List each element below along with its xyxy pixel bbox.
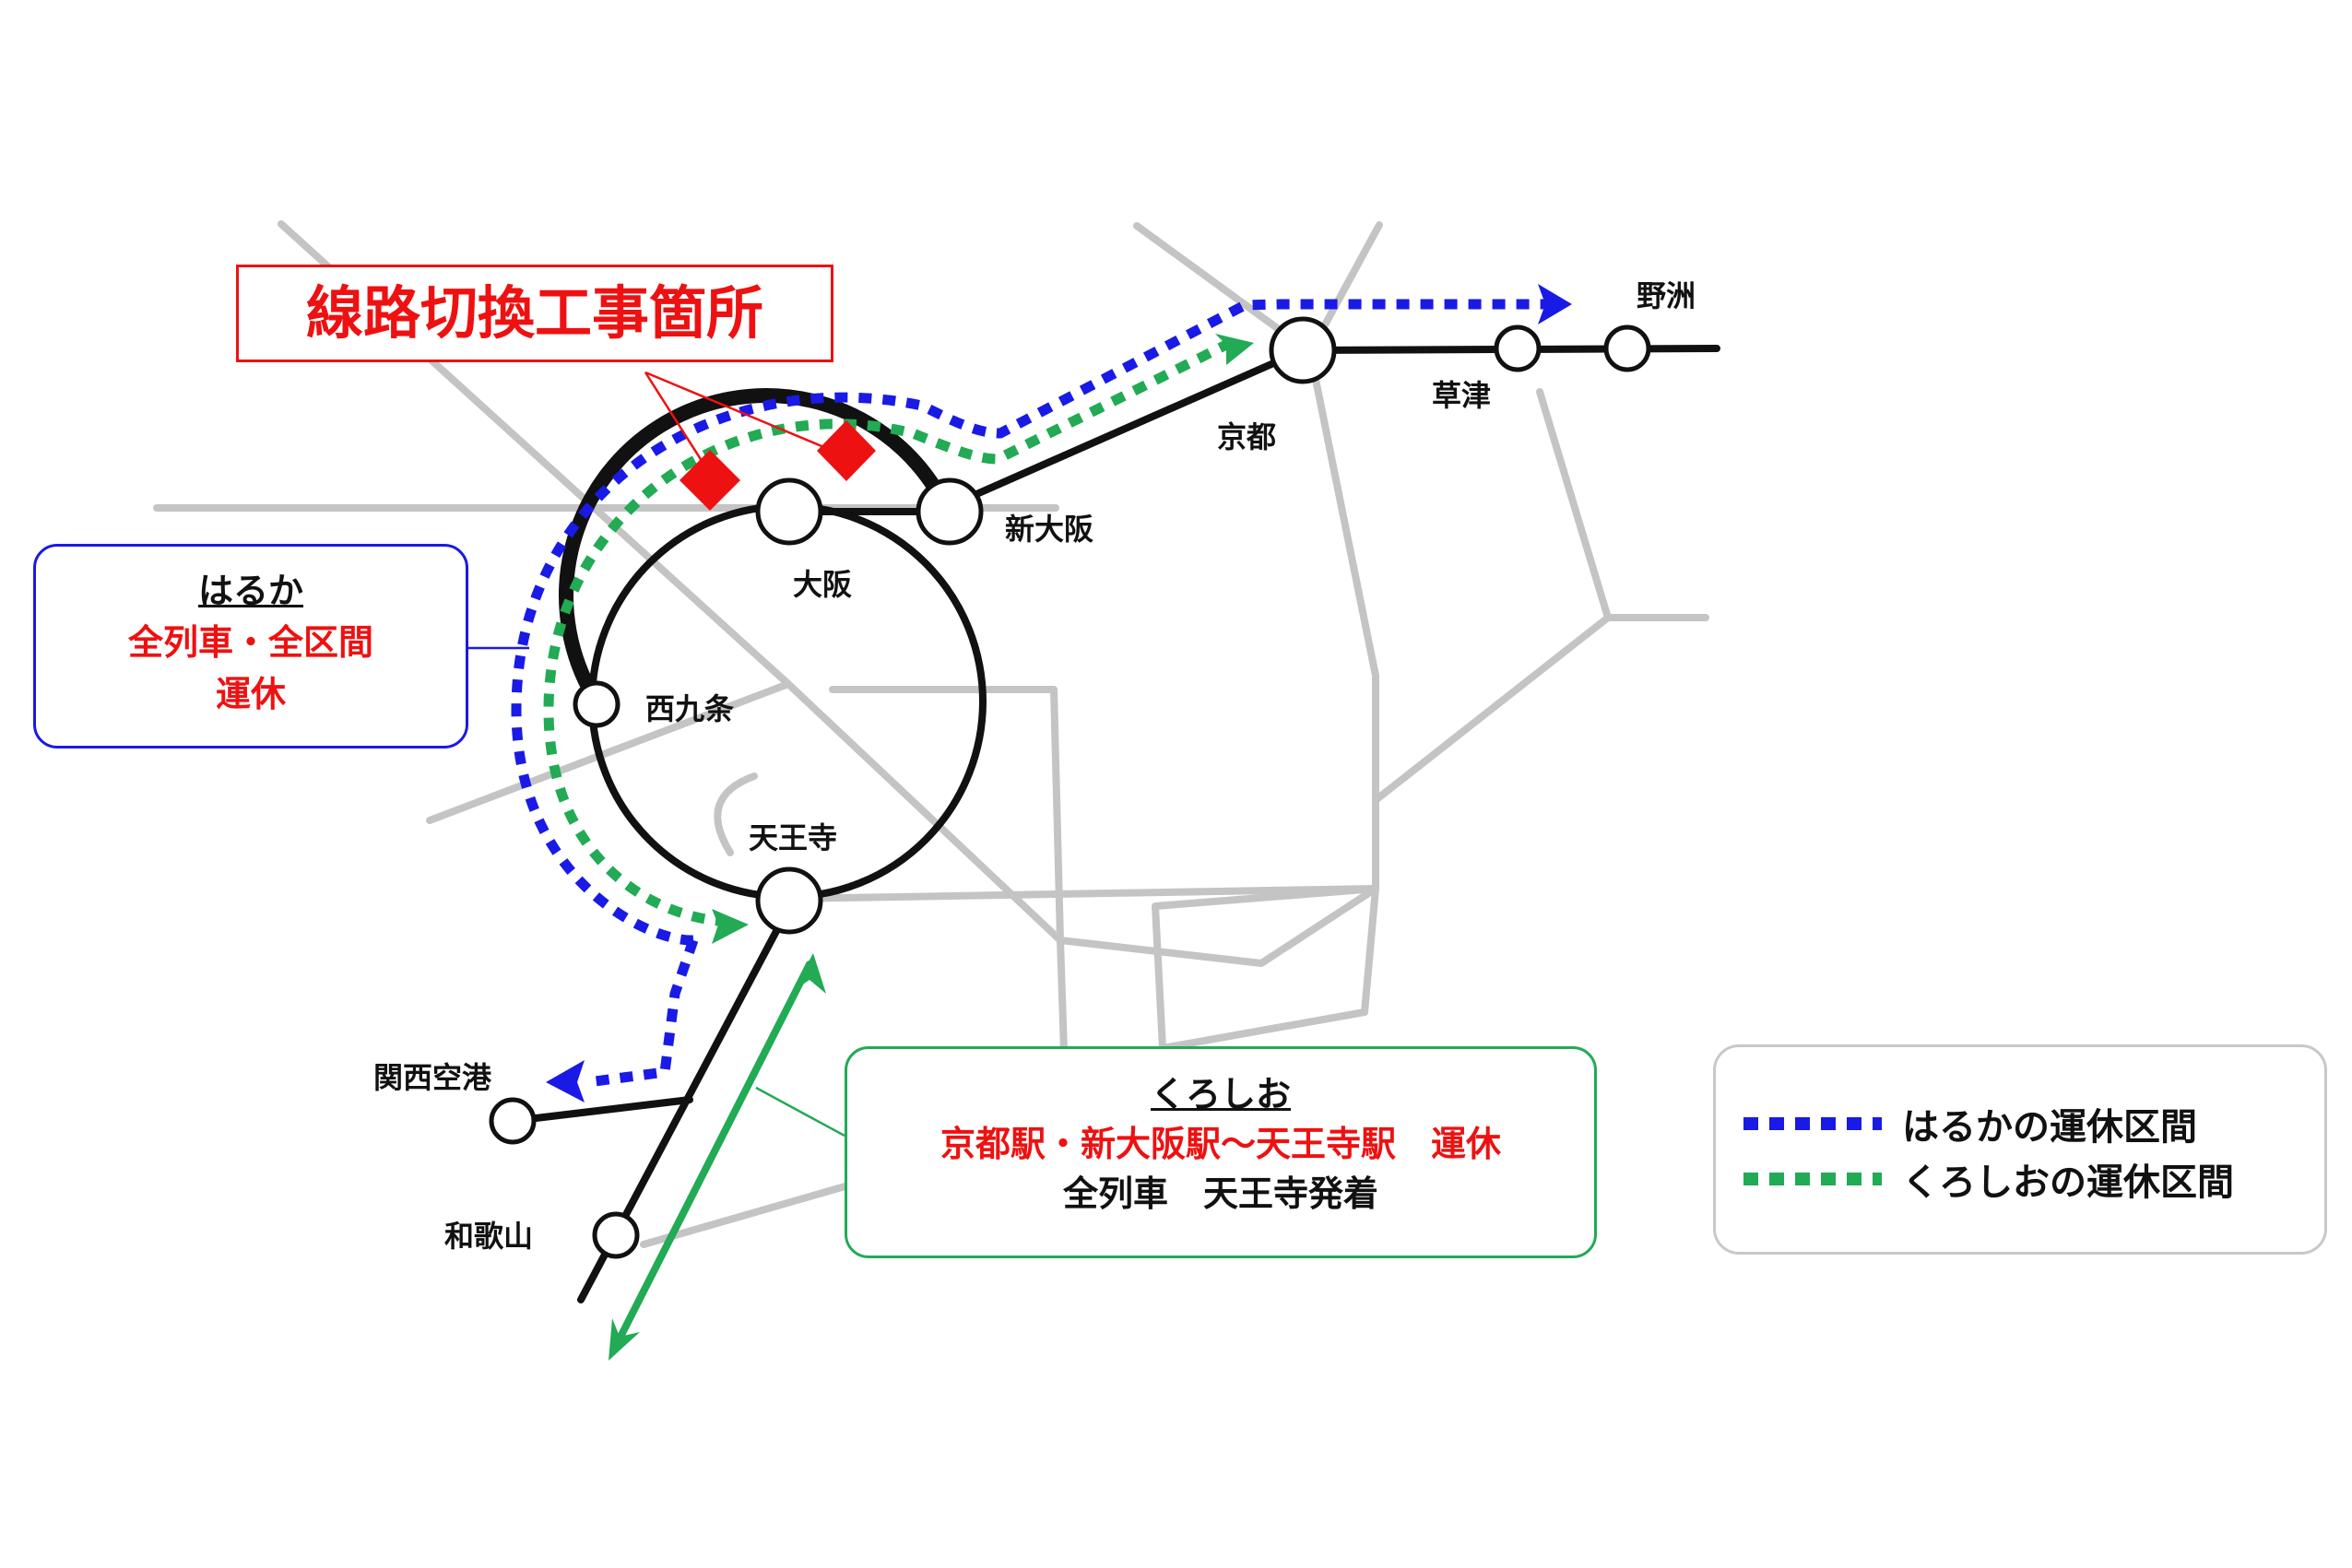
legend: はるかの運休区間 くろしおの運休区間 [1713,1044,2327,1255]
station-kyoto[interactable] [1269,316,1337,384]
station-nishikujo[interactable] [573,680,621,728]
station-osaka[interactable] [755,477,823,546]
label-kansai-airport: 関西空港 [373,1060,492,1095]
kuroshio-callout: くろしお 京都駅・新大阪駅～天王寺駅 運休 全列車 天王寺発着 [845,1046,1597,1258]
blue-dotted-line-icon [1743,1117,1882,1130]
haruka-line1: 全列車・全区間 [127,622,373,663]
label-kusatsu: 草津 [1432,378,1491,413]
station-labels: 野洲 草津 京都 新大阪 大阪 西九条 天王寺 関西空港 和歌山 [373,278,1696,1254]
legend-label-kuroshio: くろしおの運休区間 [1902,1161,2234,1204]
construction-site-callout: 線路切換工事箇所 [236,265,833,362]
kuroshio-kyoto-arrow-icon [1215,334,1254,365]
kuroshio-line1: 京都駅・新大阪駅～天王寺駅 運休 [940,1124,1501,1164]
label-wakayama: 和歌山 [444,1219,533,1254]
station-tennoji[interactable] [755,867,823,935]
stations [489,316,1651,1259]
label-nishikujo: 西九条 [645,691,734,726]
kuroshio-callout-line [755,1086,845,1138]
construction-marker-icon[interactable] [680,450,740,511]
station-wakayama[interactable] [592,1211,640,1259]
kuroshio-tennoji-arrow-icon [712,909,749,944]
station-kusatsu[interactable] [1494,324,1542,372]
label-tennoji: 天王寺 [749,820,837,855]
kuroshio-suspended-section [543,334,1254,944]
legend-item-kuroshio: くろしおの運休区間 [1743,1154,2234,1204]
station-shin-osaka[interactable] [916,477,984,546]
kuroshio-through-arrow [609,953,826,1361]
station-yasu[interactable] [1603,324,1651,372]
haruka-suspended-section [511,284,1572,1102]
construction-marker-icon[interactable] [817,420,876,481]
haruka-title: はるか [197,571,303,611]
label-shin-osaka: 新大阪 [1005,512,1093,547]
arrow-up-icon [793,953,826,994]
label-osaka: 大阪 [793,567,852,602]
construction-sites [644,371,876,511]
kuroshio-line2: 全列車 天王寺発着 [1062,1173,1378,1214]
haruka-airport-arrow-icon [546,1060,585,1102]
construction-site-label: 線路切換工事箇所 [305,279,763,347]
kuroshio-title: くろしお [1150,1074,1291,1114]
green-dotted-line-icon [1743,1173,1882,1185]
haruka-east-arrow-icon [1538,284,1572,324]
arrow-down-icon [609,1318,640,1361]
legend-item-haruka: はるかの運休区間 [1743,1099,2197,1149]
label-yasu: 野洲 [1637,278,1696,313]
label-kyoto: 京都 [1217,419,1276,454]
haruka-line2: 運休 [215,674,286,714]
haruka-callout: はるか 全列車・全区間 運休 [33,544,468,749]
station-kansai-airport[interactable] [489,1097,537,1145]
legend-label-haruka: はるかの運休区間 [1902,1106,2197,1149]
